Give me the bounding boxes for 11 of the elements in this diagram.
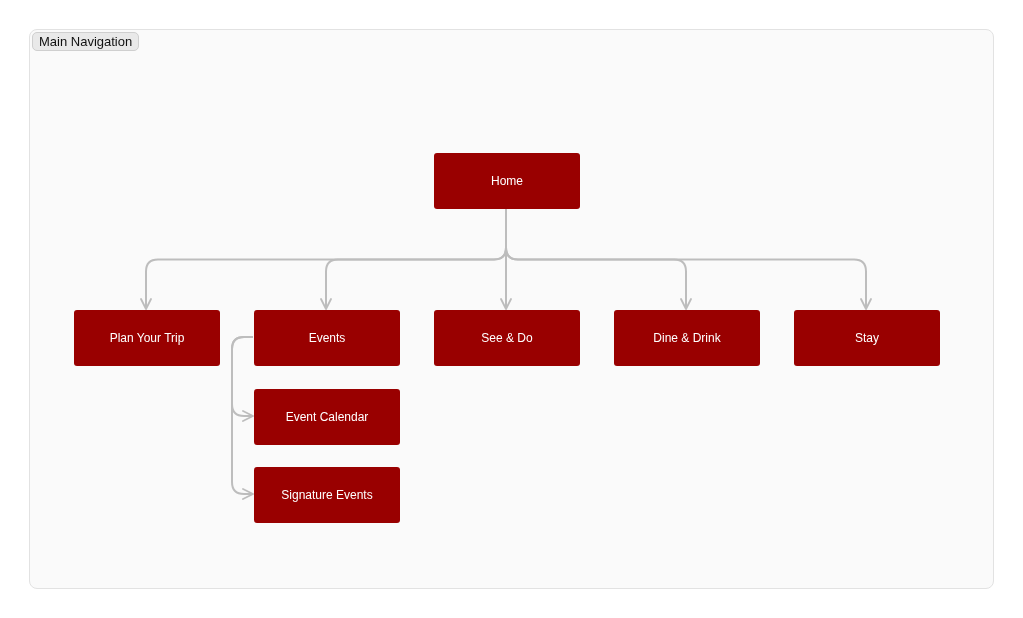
page-box: See & Do [434,310,580,366]
group-frame [29,29,994,589]
page-box: Signature Events [254,467,400,523]
group-label: Main Navigation [32,32,140,51]
page-box: Home [434,153,580,209]
page-box: Event Calendar [254,389,400,445]
page-box: Stay [794,310,940,366]
arrow [231,336,254,500]
page-box: Plan Your Trip [74,310,220,366]
page-box: Events [254,310,400,366]
page-box: Dine & Drink [614,310,760,366]
